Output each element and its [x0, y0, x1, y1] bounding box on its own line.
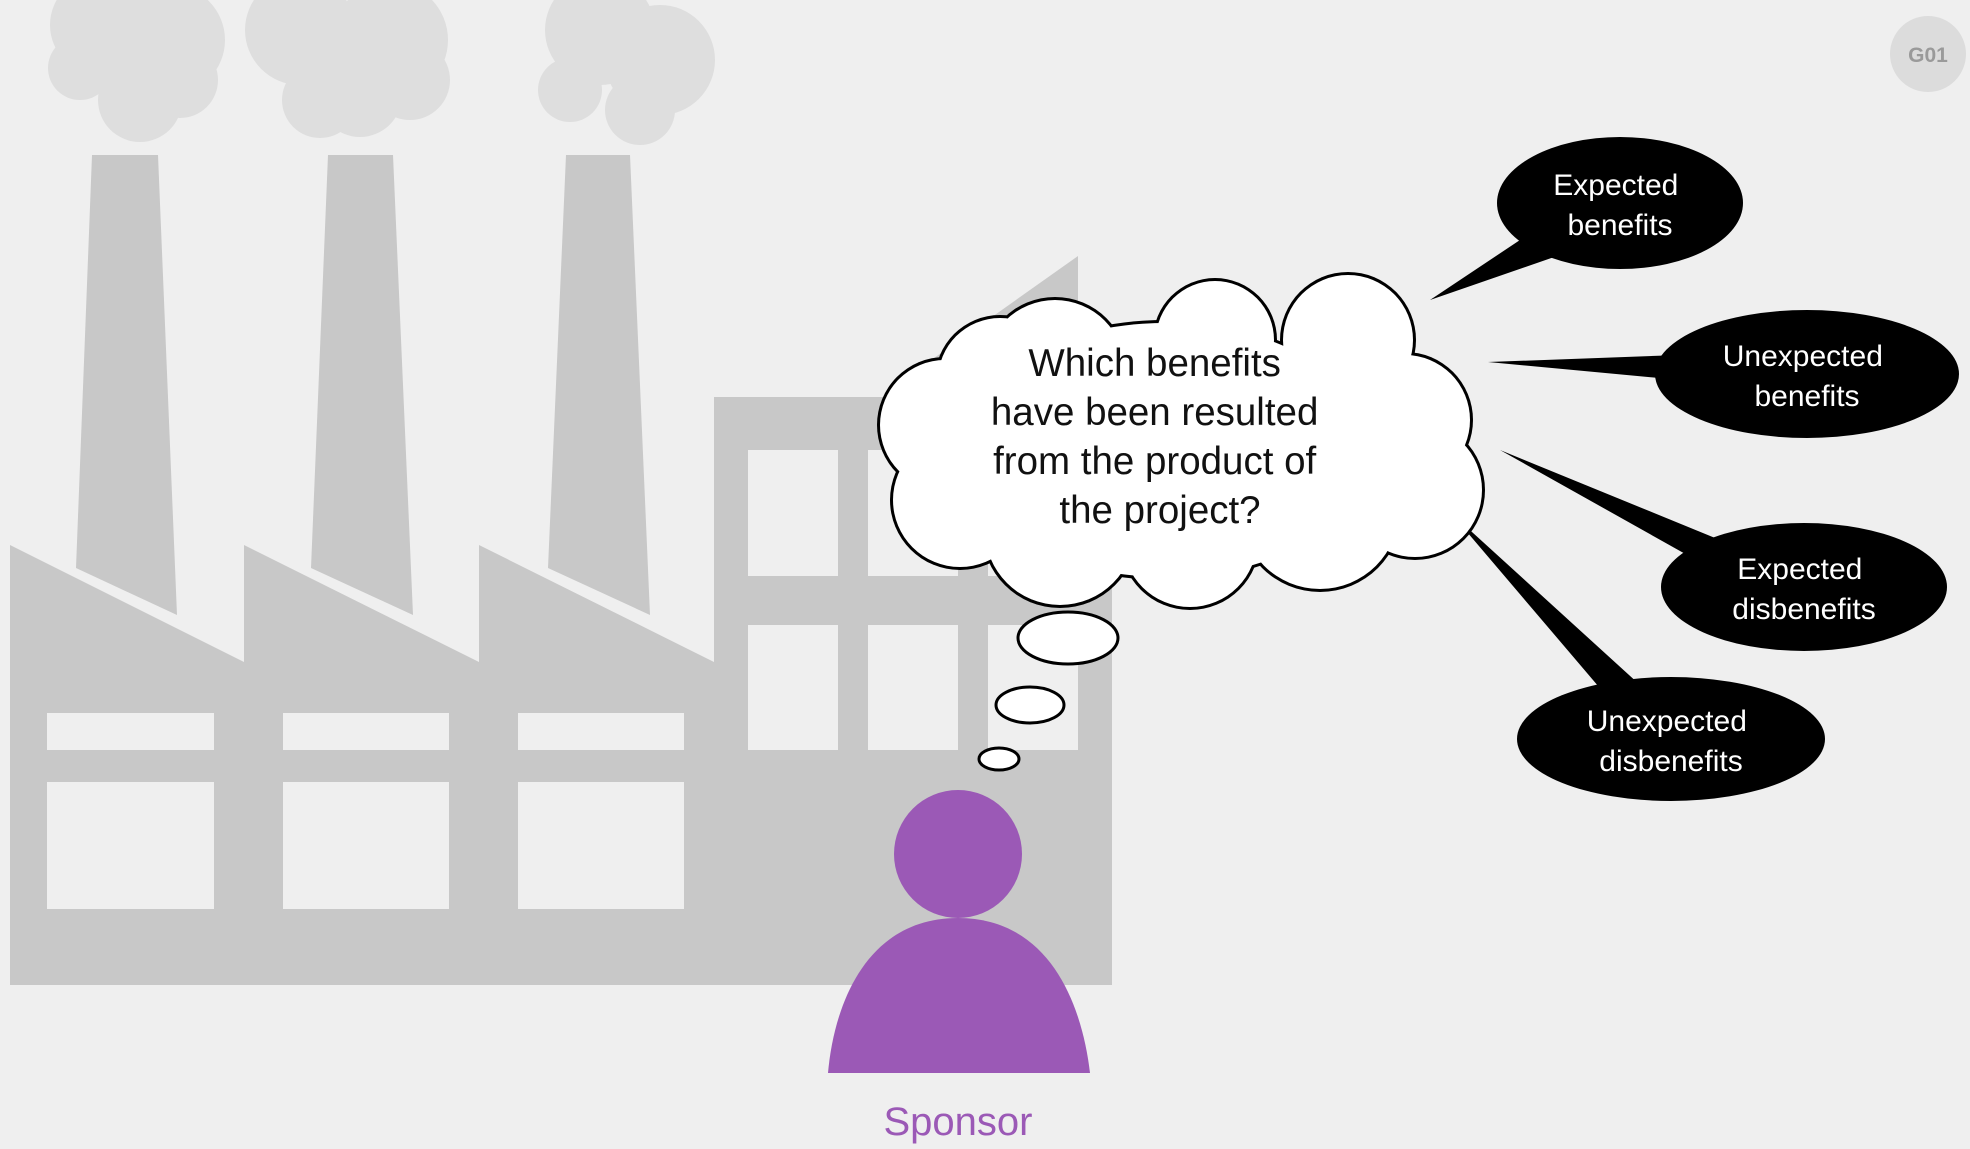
bubble-pointers	[1430, 240, 1720, 700]
svg-text:Unexpected benefits: Unexpected benefits	[1723, 340, 1891, 413]
chimney-2	[311, 155, 413, 615]
bubble-expected-benefits: Expected benefits	[1497, 137, 1743, 269]
bubble-line: benefits	[1754, 380, 1859, 413]
smoke-clouds	[48, 0, 715, 145]
thought-cloud: Which benefits have been resulted from t…	[877, 272, 1485, 610]
svg-text:Expected disbenefits: Expected disbenefits	[1732, 553, 1875, 626]
thought-line: the project?	[1059, 489, 1260, 532]
factory-icon	[10, 0, 1112, 985]
bubble-line: Unexpected	[1587, 705, 1747, 738]
svg-text:Which benefits have been: Which benefits have been resulted from t…	[991, 342, 1329, 532]
thought-trail	[977, 610, 1120, 772]
chimney-3	[548, 155, 650, 615]
person-label: Sponsor	[884, 1100, 1033, 1144]
bubble-line: Expected	[1553, 169, 1678, 202]
badge-label: G01	[1908, 44, 1948, 67]
thought-line: from the product of	[993, 440, 1316, 483]
bubble-line: Expected	[1737, 553, 1862, 586]
person-icon	[828, 790, 1090, 1073]
bubble-expected-disbenefits: Expected disbenefits	[1661, 523, 1947, 651]
bubble-line: benefits	[1567, 209, 1672, 242]
bubble-line: Unexpected	[1723, 340, 1883, 373]
slide-badge: G01	[1890, 16, 1966, 92]
bubble-line: disbenefits	[1599, 745, 1742, 778]
svg-text:Unexpected disbenefits: Unexpected disbenefits	[1587, 705, 1755, 778]
thought-line: Which benefits	[1028, 342, 1281, 385]
svg-text:Expected benefits: Expected benefits	[1553, 169, 1686, 242]
chimney-1	[76, 155, 177, 615]
bubble-line: disbenefits	[1732, 593, 1875, 626]
bubble-unexpected-benefits: Unexpected benefits	[1655, 310, 1959, 438]
bubble-unexpected-disbenefits: Unexpected disbenefits	[1517, 677, 1825, 801]
thought-line: have been resulted	[991, 391, 1319, 434]
factory-hall	[10, 545, 714, 985]
